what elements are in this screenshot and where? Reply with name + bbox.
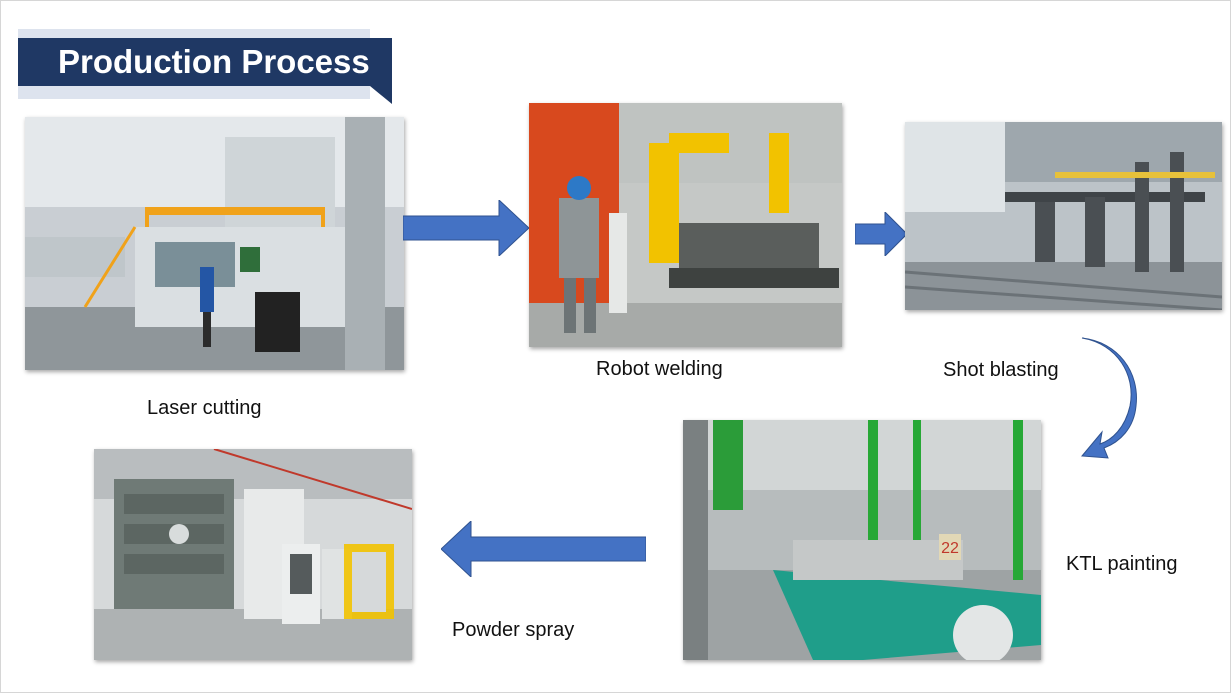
caption-shot-blasting: Shot blasting	[943, 359, 1059, 381]
caption-robot-welding: Robot welding	[596, 358, 723, 380]
arrow-left-icon	[441, 521, 646, 577]
bay-number-tag: 22	[941, 540, 959, 557]
caption-powder-spray: Powder spray	[452, 619, 575, 641]
caption-ktl-painting: KTL painting	[1066, 553, 1178, 575]
ktl-painting-photo: 22	[683, 420, 1041, 660]
robot-welding-photo	[529, 103, 842, 347]
shot-blasting-photo	[905, 122, 1222, 310]
laser-cutting-photo	[25, 117, 404, 370]
title-notch	[370, 86, 392, 104]
curved-arrow-down-icon	[1080, 337, 1137, 459]
arrow-right-icon	[855, 212, 907, 256]
caption-laser-cutting: Laser cutting	[147, 397, 262, 419]
powder-spray-photo	[94, 449, 412, 660]
arrow-right-icon	[403, 200, 529, 256]
page-title: Production Process	[18, 38, 392, 86]
